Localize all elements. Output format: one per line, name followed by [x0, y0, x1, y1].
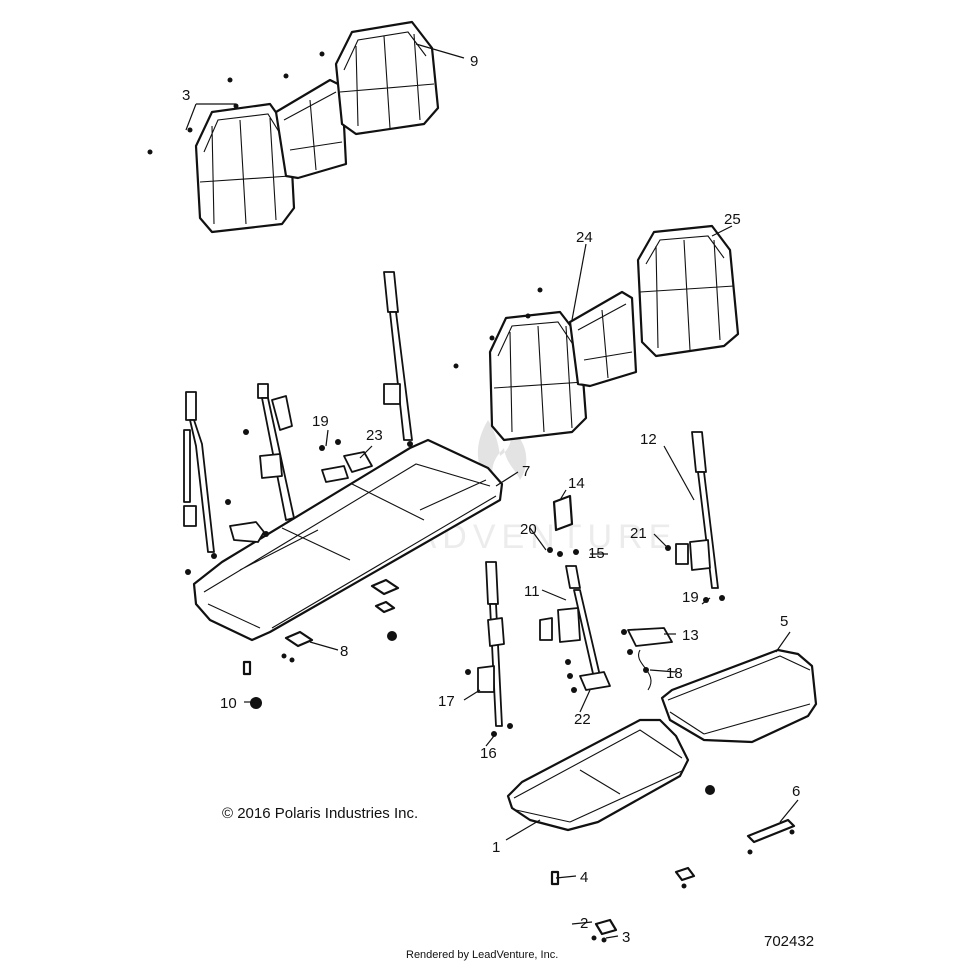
callout-3-top: 3: [182, 87, 190, 104]
callout-24: 24: [576, 229, 593, 246]
callout-3-bottom: 3: [622, 929, 630, 946]
callout-1: 1: [492, 839, 500, 856]
rear-seat-belt-right: [383, 271, 413, 447]
front-right-seat-bottom: [660, 648, 818, 744]
rear-seat-hardware: [242, 578, 400, 709]
callout-10: 10: [220, 695, 237, 712]
front-seat-back-assembly: [488, 224, 740, 442]
front-left-seat-bottom: [506, 718, 715, 832]
callout-17: 17: [438, 693, 455, 710]
part-14-bracket: [547, 494, 579, 557]
rear-seat-back-assembly: [194, 20, 440, 234]
diagram-number: 702432: [764, 933, 814, 950]
callout-16: 16: [480, 745, 497, 762]
part-13-buckle-harness: [621, 627, 673, 691]
rendered-by-credit: Rendered by LeadVenture, Inc.: [406, 949, 558, 961]
rear-seat-belt-left: [183, 391, 265, 575]
callout-21: 21: [630, 525, 647, 542]
front-left-seat-belt: [465, 561, 513, 737]
copyright-notice: © 2016 Polaris Industries Inc.: [222, 805, 418, 822]
leader-lines: [185, 43, 799, 939]
callout-2: 2: [580, 915, 588, 932]
callout-19-rear: 19: [312, 413, 329, 430]
part-23-buckle: [321, 451, 373, 483]
callout-4: 4: [580, 869, 588, 886]
callout-12: 12: [640, 431, 657, 448]
callout-11: 11: [524, 583, 540, 600]
front-center-seat-belt: [539, 565, 611, 693]
rear-fasteners: [147, 51, 325, 155]
callout-14: 14: [568, 475, 585, 492]
callout-8: 8: [340, 643, 348, 660]
callout-18: 18: [666, 665, 683, 682]
rear-seat-bottom: [192, 438, 504, 642]
front-seat-hardware: [550, 866, 696, 943]
callout-6: 6: [792, 783, 800, 800]
part-19-bolts-rear: [319, 439, 341, 451]
callout-23: 23: [366, 427, 383, 444]
callout-19-front: 19: [682, 589, 699, 606]
callout-15: 15: [588, 545, 605, 562]
callout-9: 9: [470, 53, 478, 70]
front-fasteners: [453, 287, 543, 369]
callout-5: 5: [780, 613, 788, 630]
callout-22: 22: [574, 711, 591, 728]
callout-25: 25: [724, 211, 741, 228]
rear-seat-belt-center: [243, 383, 295, 537]
callout-labels: 9 3 24 25 19 23 7 14 12 20 15 21 11 19 5…: [182, 53, 800, 946]
part-6-bracket: [746, 818, 796, 855]
callout-20: 20: [520, 521, 537, 538]
callout-7: 7: [522, 463, 530, 480]
callout-13: 13: [682, 627, 699, 644]
